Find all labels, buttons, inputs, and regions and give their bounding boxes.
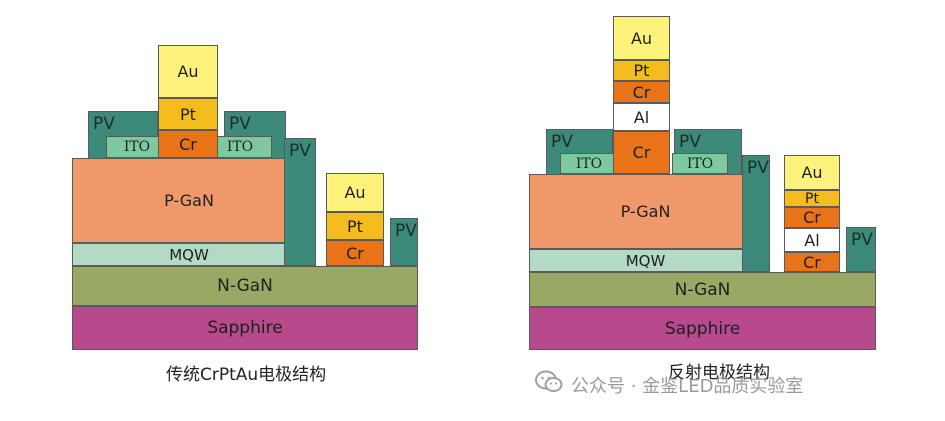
- left-mqw-layer: MQW: [72, 243, 306, 266]
- left-n-electrode-cr: Cr: [326, 240, 384, 266]
- right-p-electrode-al: Al: [613, 103, 670, 131]
- right-sapphire-layer: Sapphire: [529, 307, 876, 350]
- right-n-electrode-pt: Pt: [784, 190, 840, 207]
- right-mqw-layer: MQW: [529, 249, 762, 272]
- left-sapphire-layer: Sapphire: [72, 306, 418, 350]
- left-p-electrode-au: Au: [158, 45, 218, 98]
- left-ito-layer-2: ITO: [208, 136, 272, 158]
- right-pv-passivation-4: PV: [846, 227, 876, 272]
- right-n-electrode-al: Al: [784, 228, 840, 252]
- right-ito-layer-2: ITO: [672, 153, 728, 174]
- left-pv-passivation-3: PV: [284, 138, 316, 266]
- right-p-electrode-cr-1: Cr: [613, 81, 670, 103]
- left-p-gan-layer: P-GaN: [72, 158, 306, 243]
- left-p-electrode-cr: Cr: [158, 130, 218, 158]
- left-ito-layer-1: ITO: [106, 136, 168, 158]
- right-ito-layer-1: ITO: [560, 153, 618, 174]
- right-caption: 反射电极结构: [668, 363, 770, 383]
- left-n-electrode-au: Au: [326, 173, 384, 212]
- right-n-gan-layer: N-GaN: [529, 272, 876, 307]
- right-n-electrode-cr-2: Cr: [784, 252, 840, 272]
- watermark-text: 公众号 · 金鉴LED品质实验室: [571, 375, 804, 397]
- left-n-gan-layer: N-GaN: [72, 266, 418, 306]
- left-p-electrode-pt: Pt: [158, 98, 218, 130]
- left-pv-passivation-4: PV: [390, 218, 418, 266]
- left-n-electrode-pt: Pt: [326, 212, 384, 240]
- right-p-electrode-au: Au: [613, 16, 670, 60]
- wechat-icon: [535, 370, 571, 399]
- watermark: 公众号 · 金鉴LED品质实验室: [535, 370, 803, 399]
- left-caption: 传统CrPtAu电极结构: [166, 365, 327, 385]
- right-n-electrode-cr-1: Cr: [784, 207, 840, 228]
- right-pv-passivation-3: PV: [742, 155, 770, 272]
- right-p-gan-layer: P-GaN: [529, 174, 762, 249]
- right-n-electrode-au: Au: [784, 155, 840, 190]
- right-p-electrode-pt: Pt: [613, 60, 670, 81]
- right-p-electrode-cr-2: Cr: [613, 131, 670, 174]
